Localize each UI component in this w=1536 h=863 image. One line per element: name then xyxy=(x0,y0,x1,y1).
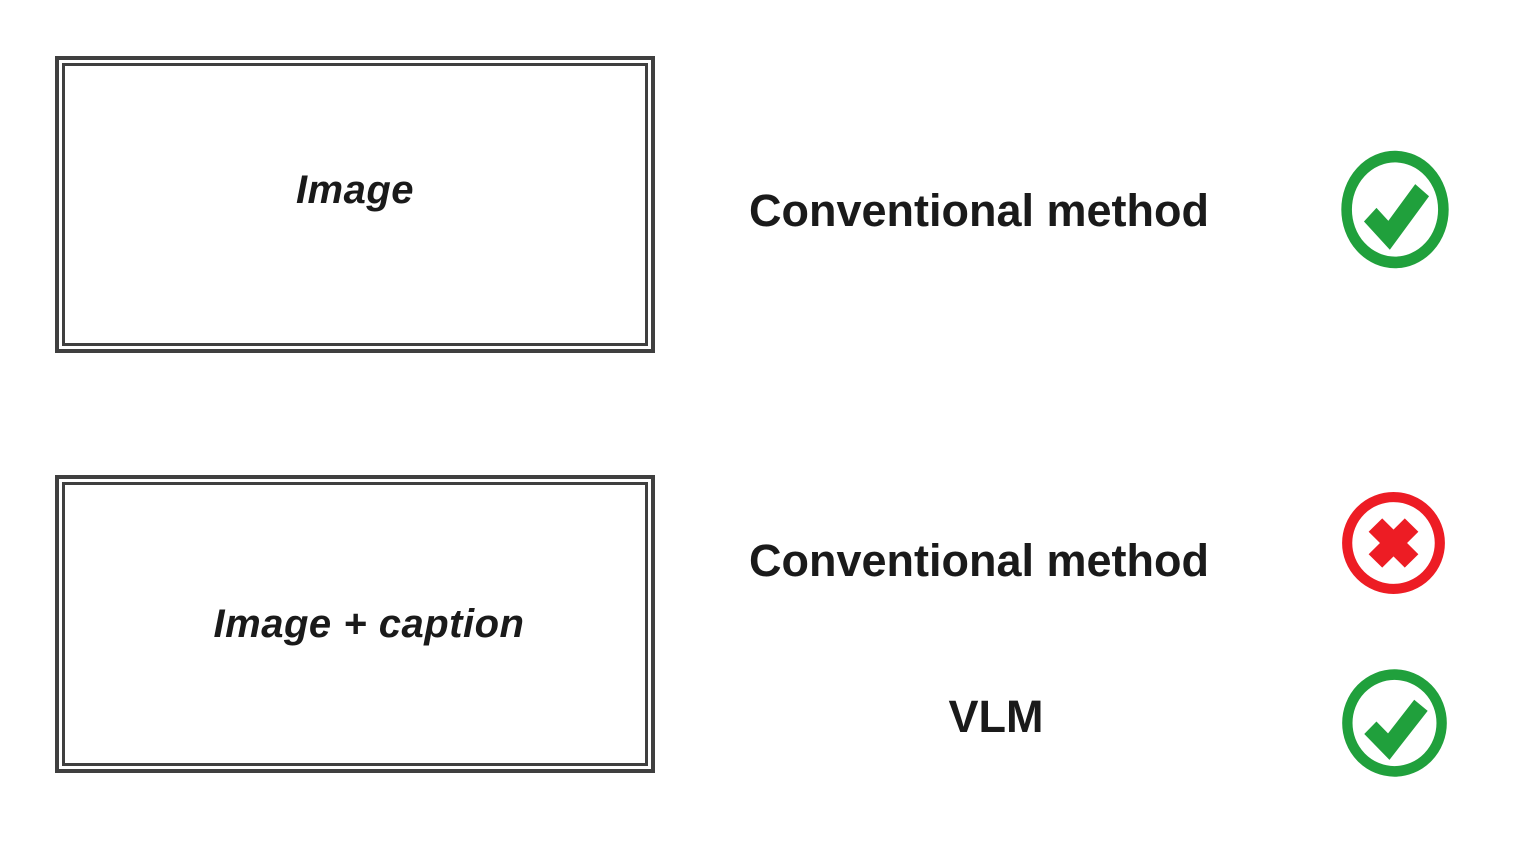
check-mark xyxy=(1363,184,1430,250)
image-caption-box-label: Image + caption xyxy=(213,601,525,646)
conventional-method-label-top: Conventional method xyxy=(749,185,1209,236)
image-input-box-inner: Image xyxy=(62,63,648,346)
image-caption-input-box-inner: Image + caption xyxy=(62,482,648,766)
check-circle-icon xyxy=(1341,150,1449,269)
check-circle-ring xyxy=(1341,150,1449,269)
image-input-box: Image xyxy=(55,56,655,353)
conventional-method-label-bottom: Conventional method xyxy=(749,535,1209,586)
x-circle-ring xyxy=(1342,492,1445,594)
check-circle-icon xyxy=(1342,669,1447,777)
image-box-label: Image xyxy=(295,168,415,212)
x-circle-icon xyxy=(1342,492,1445,594)
x-mark xyxy=(1368,518,1419,568)
check-circle-ring xyxy=(1342,669,1447,777)
vlm-method-label: VLM xyxy=(948,691,1044,742)
check-mark xyxy=(1364,699,1428,760)
image-caption-input-box: Image + caption xyxy=(55,475,655,773)
